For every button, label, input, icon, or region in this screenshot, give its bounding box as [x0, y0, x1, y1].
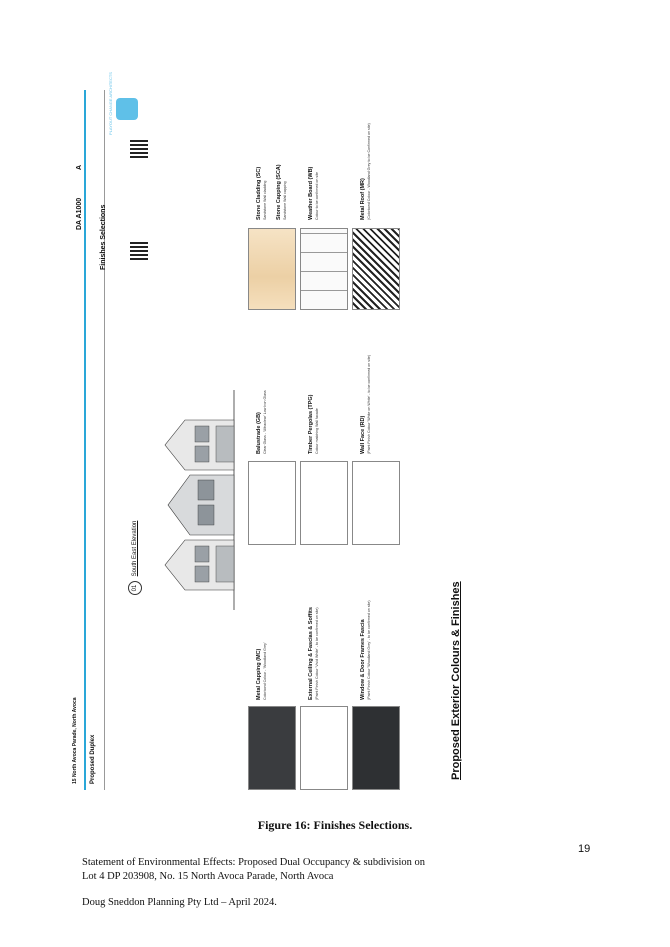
swatch-weather-board: [300, 228, 348, 310]
swatch-stone-cladding: [248, 228, 296, 310]
label-balustrade: Balustrade (GB) Clear Glass - 'Ultraclea…: [256, 390, 267, 454]
label-stone-capping: Stone Capping (SCA) Sandstone Wall cappi…: [276, 164, 287, 220]
drawing-revision: A: [76, 164, 83, 170]
label-weather-board: Weather Board (WB) Colour to be confirme…: [308, 166, 319, 220]
label-metal-roof: Metal Roof (MR) (Colorbond Colour - Wood…: [360, 123, 371, 220]
rotated-drawing: Proposed Exterior Colours & Finishes Win…: [70, 72, 570, 790]
page-number: 19: [578, 843, 591, 855]
swatch-wall-face: [352, 461, 400, 545]
label-timber-pergolas: Timber Pergolas (TPG) Colour matching Wa…: [308, 394, 319, 455]
company-logo-icon: [116, 98, 138, 120]
project-name: Proposed Duplex: [90, 734, 96, 784]
swatch-metal-capping: [248, 706, 296, 790]
label-metal-capping: Metal Capping (MC) Colorbond Colour - 'W…: [256, 642, 267, 700]
figure-caption: Figure 16: Finishes Selections.: [257, 818, 413, 832]
finishes-drawing-sheet: Proposed Exterior Colours & Finishes Win…: [70, 72, 570, 790]
label-stone-cladding: Stone Cladding (SC) Sandstone Wall cladd…: [256, 166, 267, 220]
elevation-drawing: [164, 390, 235, 610]
footer-line-1: Statement of Environmental Effects: Prop…: [82, 857, 426, 868]
drawing-number: DA A1000: [76, 197, 83, 230]
sheet-heading: Proposed Exterior Colours & Finishes: [450, 581, 462, 780]
project-address: 15 North Avoca Parade, North Avoca: [72, 697, 78, 784]
logo-text: PLAYOUT CHANGE ARCHITECTS: [108, 72, 113, 135]
swatch-balustrade: [248, 461, 296, 545]
label-wall-face: Wall Face (RD) (Paint Finish Colour 'Whi…: [360, 354, 371, 454]
title-block: Proposed Duplex 15 North Avoca Parade, N…: [60, 72, 148, 790]
swatch-external-ceiling: [300, 706, 348, 790]
label-external-ceiling: External Ceiling & Fascias & Soffits (Pa…: [308, 607, 319, 700]
swatch-timber-pergolas: [300, 461, 348, 545]
qr-code-1: [130, 242, 148, 260]
label-window-frames: Window & Door Frames Fascia (Paint Finis…: [360, 600, 371, 700]
swatch-window-frames: [352, 706, 400, 790]
footer-line-3: Doug Sneddon Planning Pty Ltd – April 20…: [82, 897, 277, 908]
drawing-title: Finishes Selections: [100, 204, 107, 270]
footer-line-2: Lot 4 DP 203908, No. 15 North Avoca Para…: [82, 871, 334, 882]
qr-code-2: [130, 140, 148, 158]
swatch-metal-roof: [352, 228, 400, 310]
